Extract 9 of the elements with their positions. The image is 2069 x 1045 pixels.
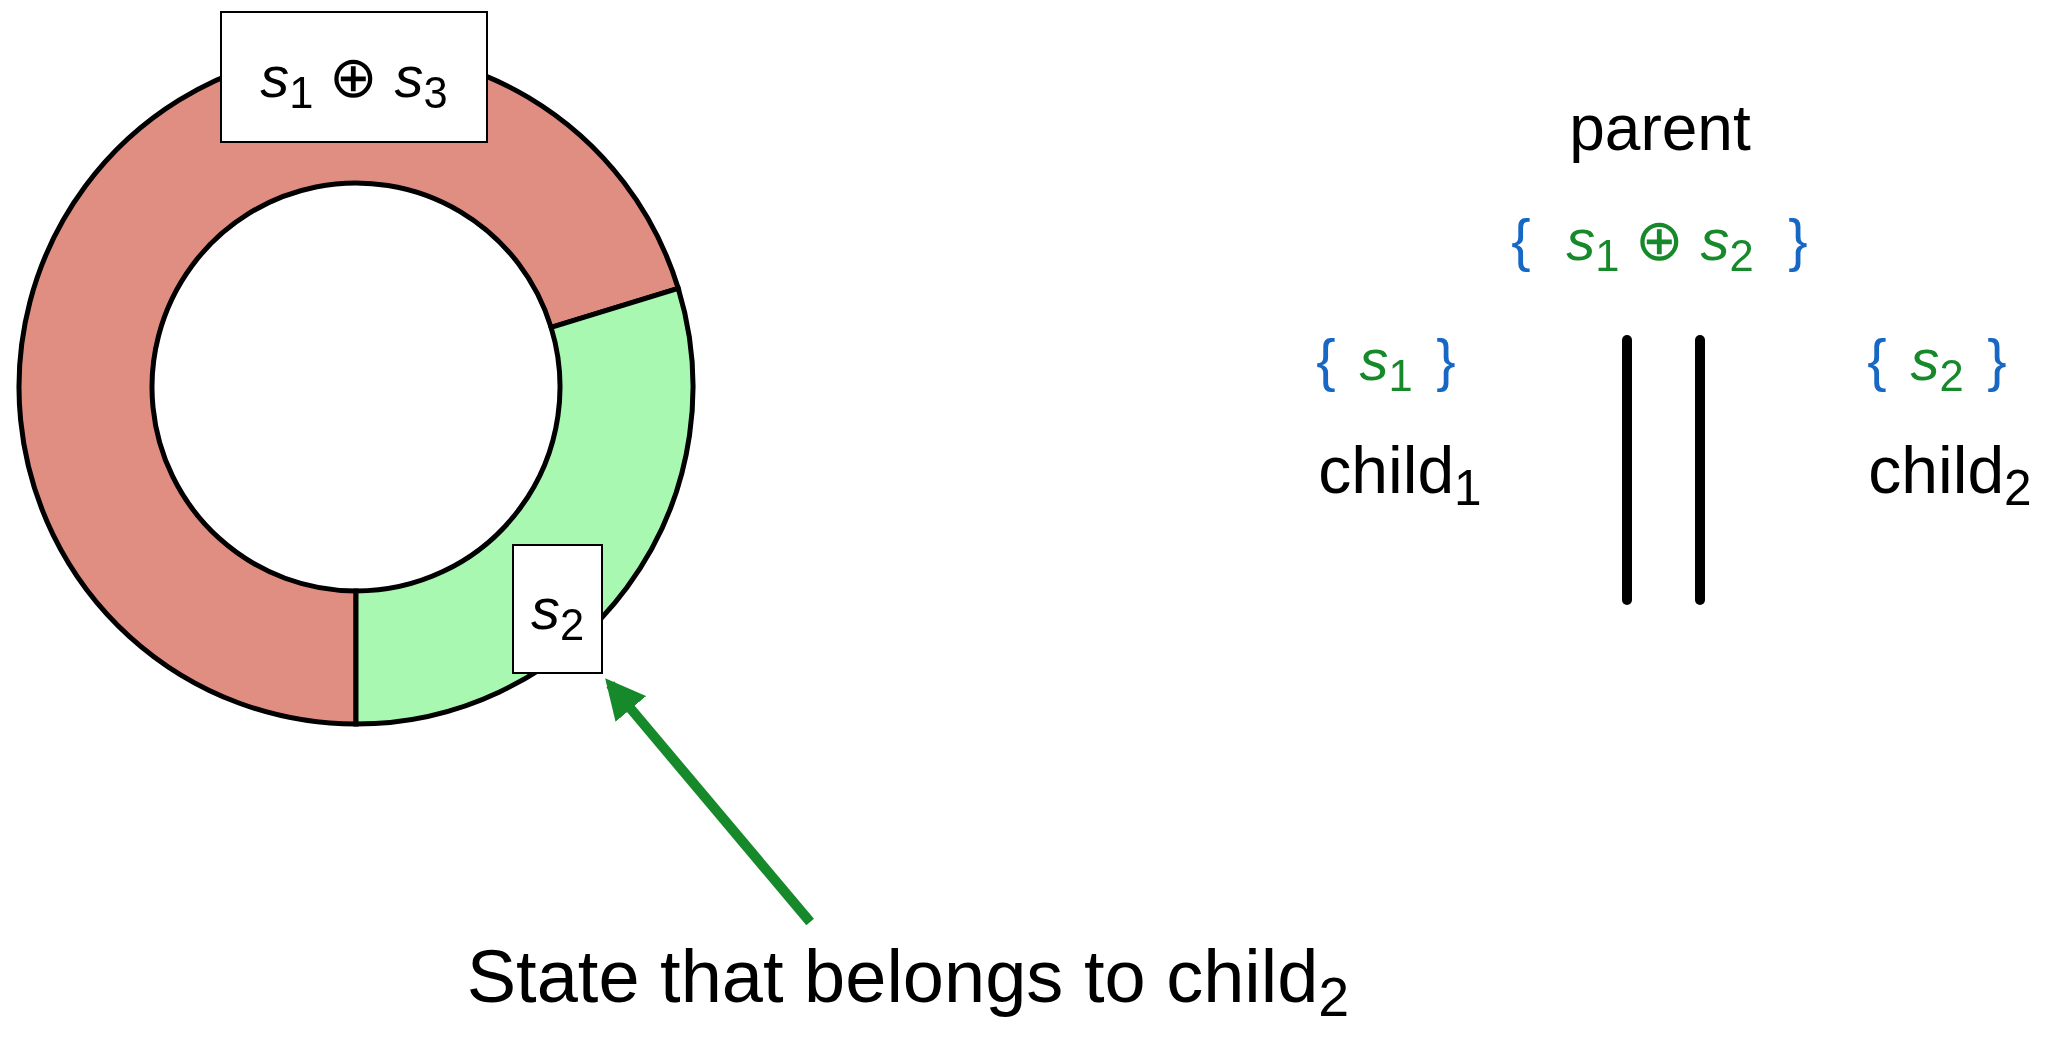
label-text: s$_{1}$ xyxy=(1359,331,1413,389)
label-box: s$_{1}$ ⊕ s$_{3}$ xyxy=(220,11,488,143)
label-box: s$_{2}$ xyxy=(512,544,603,674)
label-text: s$_{2}$ xyxy=(1910,331,1964,389)
label-text: s$_{1}$ ⊕ s$_{2}$ xyxy=(1566,211,1754,269)
label-text: child$_{1}$ xyxy=(1318,437,1482,503)
caption-text: State that belongs to child$_{2}$ xyxy=(393,922,1423,1032)
arrow xyxy=(605,678,814,926)
label-text: child$_{2}$ xyxy=(1868,437,2032,503)
